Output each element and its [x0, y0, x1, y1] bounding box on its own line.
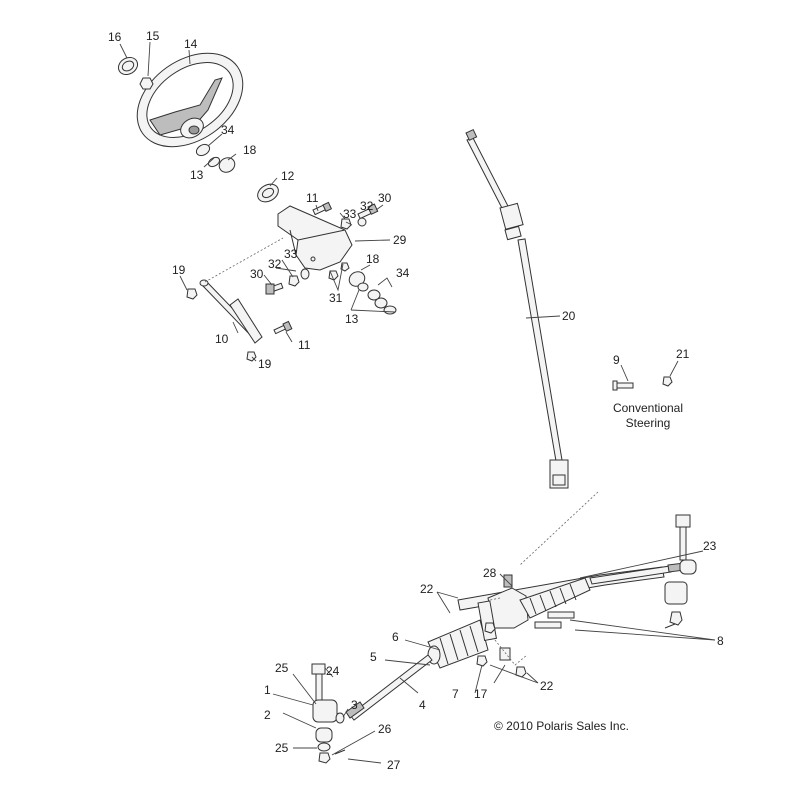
callout-4: 4: [419, 698, 426, 712]
washer: [367, 289, 381, 301]
callout-11: 11: [298, 338, 311, 352]
callout-18: 18: [366, 252, 380, 266]
callout-1: 1: [264, 683, 271, 697]
callout-26: 26: [378, 722, 392, 736]
callout-28: 28: [483, 566, 497, 580]
callout-12: 12: [281, 169, 295, 183]
callout-19: 19: [172, 263, 186, 277]
bearing-inner: [261, 187, 275, 199]
nut: [288, 275, 300, 287]
callout-labels: 16 15 14 34 18 13 12 11 33 32 30 29 19 3…: [108, 29, 724, 772]
callout-30: 30: [378, 191, 392, 205]
copyright-notice: © 2010 Polaris Sales Inc.: [494, 719, 629, 733]
washer: [300, 268, 310, 280]
alignment-line: [204, 237, 284, 283]
callout-11: 11: [306, 191, 319, 205]
callout-13: 13: [345, 312, 359, 326]
callout-32: 32: [268, 257, 282, 271]
callout-10: 10: [215, 332, 229, 346]
conventional-bolt: [612, 380, 634, 391]
callout-32: 32: [360, 199, 374, 213]
nut: [340, 218, 352, 230]
callout-27: 27: [387, 758, 401, 772]
horn-cap: [117, 56, 139, 76]
steering-wheel: [136, 52, 244, 148]
intermediate-steering-shaft: [465, 128, 569, 489]
washer: [207, 156, 221, 168]
callout-8: 8: [717, 634, 724, 648]
washer: [195, 143, 211, 157]
callout-14: 14: [184, 37, 198, 51]
callout-34: 34: [396, 266, 410, 280]
callout-6: 6: [392, 630, 399, 644]
callout-18: 18: [243, 143, 257, 157]
leader-lines: [119, 41, 716, 764]
callout-13: 13: [190, 168, 204, 182]
conventional-steering-label-line2: Steering: [626, 416, 671, 430]
callout-9: 9: [613, 353, 620, 367]
callout-7: 7: [452, 687, 459, 701]
boot-right: [519, 577, 591, 619]
washer: [357, 217, 367, 227]
bolt: [273, 320, 293, 335]
callout-3: 3: [351, 698, 358, 712]
wheel-nut: [139, 77, 154, 90]
bearing: [257, 183, 279, 203]
bushing: [218, 157, 236, 173]
callout-22: 22: [420, 582, 434, 596]
callout-33: 33: [284, 247, 298, 261]
callout-17: 17: [474, 687, 488, 701]
alignment-line: [519, 491, 599, 566]
callout-21: 21: [676, 347, 690, 361]
bolt: [265, 282, 284, 295]
callout-16: 16: [108, 30, 122, 44]
callout-31: 31: [329, 291, 343, 305]
column-bracket: [277, 205, 353, 271]
nut: [186, 288, 198, 300]
callout-15: 15: [146, 29, 160, 43]
conventional-nut: [662, 376, 673, 387]
washer: [383, 305, 397, 315]
callout-23: 23: [703, 539, 717, 553]
callout-5: 5: [370, 650, 377, 664]
callout-22: 22: [540, 679, 554, 693]
callout-29: 29: [393, 233, 407, 247]
conventional-steering-label-line1: Conventional: [613, 401, 683, 415]
callout-20: 20: [562, 309, 576, 323]
tilt-cylinder: [199, 279, 263, 344]
bolt: [312, 201, 333, 216]
callout-34: 34: [221, 123, 235, 137]
callout-25: 25: [275, 741, 289, 755]
callout-33: 33: [343, 207, 357, 221]
rack-mount-bolts: [476, 611, 575, 678]
tie-rod-end-left: [311, 663, 346, 764]
callout-19: 19: [258, 357, 272, 371]
callout-30: 30: [250, 267, 264, 281]
alignment-line: [489, 597, 528, 666]
callout-25: 25: [275, 661, 289, 675]
tie-rod-left: [345, 654, 433, 721]
washer: [374, 297, 388, 309]
bolt: [357, 203, 379, 220]
washer: [357, 282, 369, 292]
callout-2: 2: [264, 708, 271, 722]
tie-rod-end-right: [664, 514, 697, 629]
callout-24: 24: [326, 664, 340, 678]
